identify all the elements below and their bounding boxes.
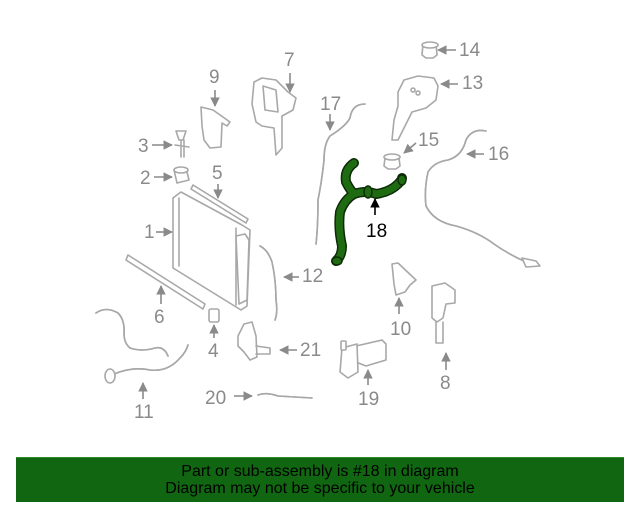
part-18-coolant-hose[interactable] <box>331 158 407 266</box>
svg-text:12: 12 <box>302 266 323 287</box>
part-6-seal-strip[interactable] <box>125 254 206 310</box>
callout-15[interactable]: 15 <box>403 130 439 154</box>
callout-5[interactable]: 5 <box>212 163 223 199</box>
svg-text:14: 14 <box>459 40 481 61</box>
svg-text:8: 8 <box>440 373 451 394</box>
callout-3[interactable]: 3 <box>138 136 173 157</box>
svg-text:16: 16 <box>488 144 509 165</box>
svg-text:3: 3 <box>138 136 149 157</box>
svg-text:17: 17 <box>320 94 341 115</box>
callout-20[interactable]: 20 <box>205 388 253 409</box>
part-17-bypass-hose[interactable] <box>315 103 366 245</box>
callout-17[interactable]: 17 <box>320 94 341 131</box>
svg-text:21: 21 <box>300 340 321 361</box>
callout-12[interactable]: 12 <box>283 266 323 287</box>
part-11-lower-hose[interactable] <box>95 308 189 384</box>
part-2-mount-bushing[interactable] <box>173 166 190 184</box>
part-13-expansion-tank[interactable] <box>391 75 439 141</box>
svg-text:15: 15 <box>418 130 439 151</box>
callout-1[interactable]: 1 <box>144 222 173 243</box>
svg-text:18: 18 <box>366 221 387 242</box>
part-15-grommet[interactable] <box>383 153 401 170</box>
callout-4[interactable]: 4 <box>208 324 219 362</box>
svg-text:5: 5 <box>212 163 223 184</box>
part-8-sensor-bracket[interactable] <box>431 282 456 344</box>
part-20-hose-pipe[interactable] <box>257 392 313 399</box>
callout-19[interactable]: 19 <box>358 369 379 410</box>
callout-13[interactable]: 13 <box>440 73 483 94</box>
svg-text:2: 2 <box>140 168 151 189</box>
part-19-water-pump[interactable] <box>339 339 387 379</box>
part-3-drain-plug[interactable] <box>174 130 190 158</box>
part-5-seal-strip[interactable] <box>190 184 249 224</box>
svg-text:11: 11 <box>134 402 154 423</box>
part-1-radiator[interactable] <box>172 191 251 311</box>
callout-6[interactable]: 6 <box>154 285 166 328</box>
svg-text:6: 6 <box>154 307 165 328</box>
part-4-lower-mount[interactable] <box>208 308 220 323</box>
svg-text:4: 4 <box>208 341 219 362</box>
svg-text:9: 9 <box>209 67 220 88</box>
callout-8[interactable]: 8 <box>440 352 451 394</box>
callout-10[interactable]: 10 <box>390 297 411 340</box>
part-21-thermostat-housing[interactable] <box>237 321 271 361</box>
svg-text:20: 20 <box>205 388 226 409</box>
part-9-air-deflector[interactable] <box>200 106 231 149</box>
callout-2[interactable]: 2 <box>140 168 173 189</box>
callout-21[interactable]: 21 <box>279 340 321 361</box>
svg-text:7: 7 <box>284 50 295 71</box>
callout-7[interactable]: 7 <box>284 50 295 93</box>
part-10-bracket[interactable] <box>391 262 417 296</box>
part-7-fan-shroud[interactable] <box>251 77 297 156</box>
svg-text:19: 19 <box>358 389 379 410</box>
part-info-banner: Part or sub-assembly is #18 in diagram D… <box>16 457 624 502</box>
part-16-overflow-hose[interactable] <box>424 129 541 268</box>
callout-14[interactable]: 14 <box>437 40 481 61</box>
part-14-tank-cap[interactable] <box>421 41 439 59</box>
callout-18[interactable]: 18 <box>366 198 387 242</box>
svg-text:10: 10 <box>390 319 411 340</box>
banner-line-part-number: Part or sub-assembly is #18 in diagram <box>181 463 459 480</box>
callout-16[interactable]: 16 <box>466 144 509 165</box>
callout-11[interactable]: 11 <box>134 382 154 423</box>
parts-diagram: 1 2 3 4 5 6 <box>95 40 541 423</box>
banner-line-disclaimer: Diagram may not be specific to your vehi… <box>165 480 475 497</box>
svg-text:13: 13 <box>462 73 483 94</box>
part-12-upper-hose[interactable] <box>259 245 278 321</box>
svg-text:1: 1 <box>144 222 155 243</box>
callout-9[interactable]: 9 <box>209 67 220 107</box>
